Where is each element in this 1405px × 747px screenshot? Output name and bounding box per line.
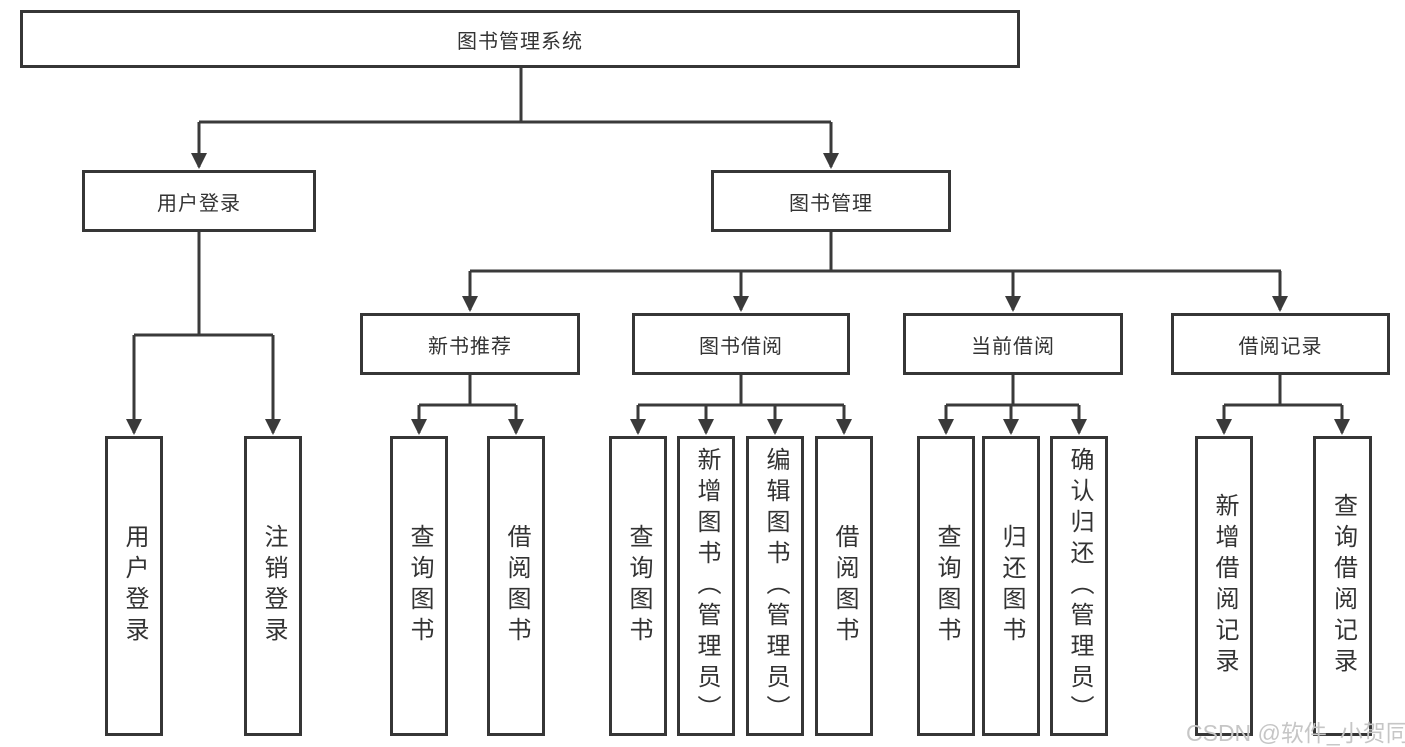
node-label: 查询图书 (625, 524, 652, 648)
node-label: 查询图书 (933, 524, 960, 648)
leaf-add-borrow-record: 新增借阅记录 (1195, 436, 1253, 736)
node-label: 用户登录 (121, 524, 148, 648)
node-current-borrowing: 当前借阅 (903, 313, 1123, 375)
node-label: 图书借阅 (699, 335, 783, 358)
node-new-book-recommend: 新书推荐 (360, 313, 580, 375)
node-book-management: 图书管理 (711, 170, 951, 232)
leaf-query-borrow-record: 查询借阅记录 (1313, 436, 1372, 736)
node-label: 借阅图书 (503, 524, 530, 648)
leaf-return-books: 归还图书 (982, 436, 1040, 736)
node-label: 查询图书 (406, 524, 433, 648)
node-label: 归还图书 (998, 524, 1025, 648)
node-label: 查询借阅记录 (1329, 493, 1357, 679)
node-label: 新书推荐 (428, 335, 512, 358)
leaf-recommend-borrow-books: 借阅图书 (487, 436, 545, 736)
node-label: 图书管理系统 (457, 30, 583, 53)
csdn-watermark: CSDN @软件_小贺同学 (1186, 720, 1405, 746)
node-label: 图书管理 (789, 192, 873, 215)
leaf-logout: 注销登录 (244, 436, 302, 736)
node-label: 编辑图书（管理员） (762, 446, 789, 726)
node-label: 确认归还（管理员） (1066, 446, 1093, 726)
leaf-recommend-query-books: 查询图书 (390, 436, 448, 736)
node-label: 借阅图书 (831, 524, 858, 648)
leaf-borrowing-borrow-books: 借阅图书 (815, 436, 873, 736)
leaf-user-login: 用户登录 (105, 436, 163, 736)
leaf-add-books-admin: 新增图书（管理员） (677, 436, 735, 736)
node-book-borrowing: 图书借阅 (632, 313, 850, 375)
node-label: 用户登录 (157, 192, 241, 215)
node-label: 借阅记录 (1238, 335, 1323, 358)
node-label: 新增图书（管理员） (693, 446, 720, 726)
leaf-borrowing-query-books: 查询图书 (609, 436, 667, 736)
node-label: 注销登录 (260, 524, 287, 648)
node-user-login: 用户登录 (82, 170, 316, 232)
node-root-system: 图书管理系统 (20, 10, 1020, 68)
leaf-current-query-books: 查询图书 (917, 436, 975, 736)
node-label: 新增借阅记录 (1211, 493, 1238, 679)
node-label: 当前借阅 (971, 335, 1055, 358)
node-borrow-records: 借阅记录 (1171, 313, 1390, 375)
leaf-confirm-return-admin: 确认归还（管理员） (1050, 436, 1108, 736)
leaf-edit-books-admin: 编辑图书（管理员） (746, 436, 804, 736)
